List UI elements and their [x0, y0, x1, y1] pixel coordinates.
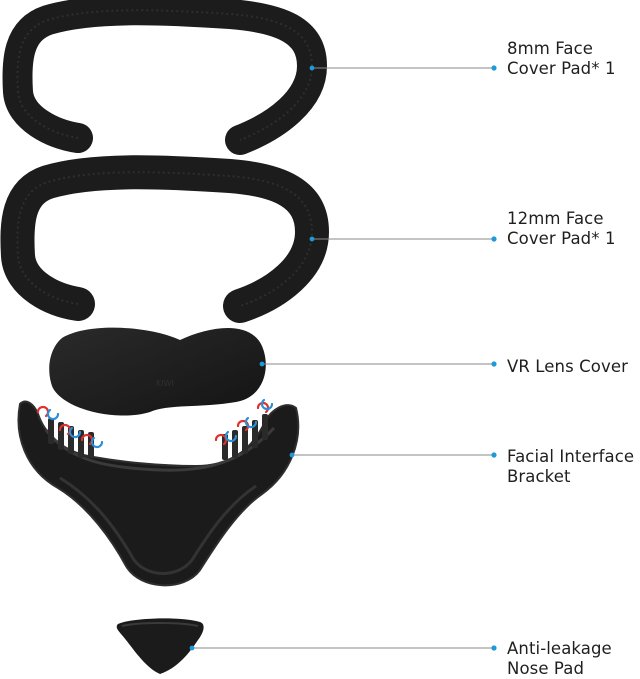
- label-line-2: Nose Pad: [507, 659, 585, 678]
- label-line-1: Facial Interface: [507, 447, 635, 466]
- label-line-1: Anti-leakage: [507, 639, 612, 658]
- label-facial-interface-bracket: Facial Interface Bracket: [507, 447, 634, 487]
- leader-lines: [192, 67, 494, 649]
- label-line-2: Bracket: [507, 467, 571, 486]
- anti-leakage-nose-pad: [116, 618, 204, 674]
- label-anti-leakage-nose-pad: Anti-leakage Nose Pad: [507, 639, 612, 679]
- label-line-2: Cover Pad* 1: [507, 59, 616, 78]
- label-line-1: VR Lens Cover: [507, 357, 628, 376]
- vr-lens-cover: KIWI: [49, 327, 266, 416]
- label-line-1: 8mm Face: [507, 39, 593, 58]
- face-cover-pad-12mm: [0, 155, 329, 323]
- label-line-1: 12mm Face: [507, 209, 604, 228]
- face-cover-pad-8mm: [2, 0, 327, 155]
- svg-text:KIWI: KIWI: [156, 379, 174, 388]
- leader-dots: [189, 65, 497, 651]
- label-vr-lens-cover: VR Lens Cover: [507, 357, 628, 377]
- label-line-2: Cover Pad* 1: [507, 229, 616, 248]
- facial-interface-bracket: [17, 398, 300, 587]
- label-12mm-face-cover-pad: 12mm Face Cover Pad* 1: [507, 209, 616, 249]
- label-8mm-face-cover-pad: 8mm Face Cover Pad* 1: [507, 39, 616, 79]
